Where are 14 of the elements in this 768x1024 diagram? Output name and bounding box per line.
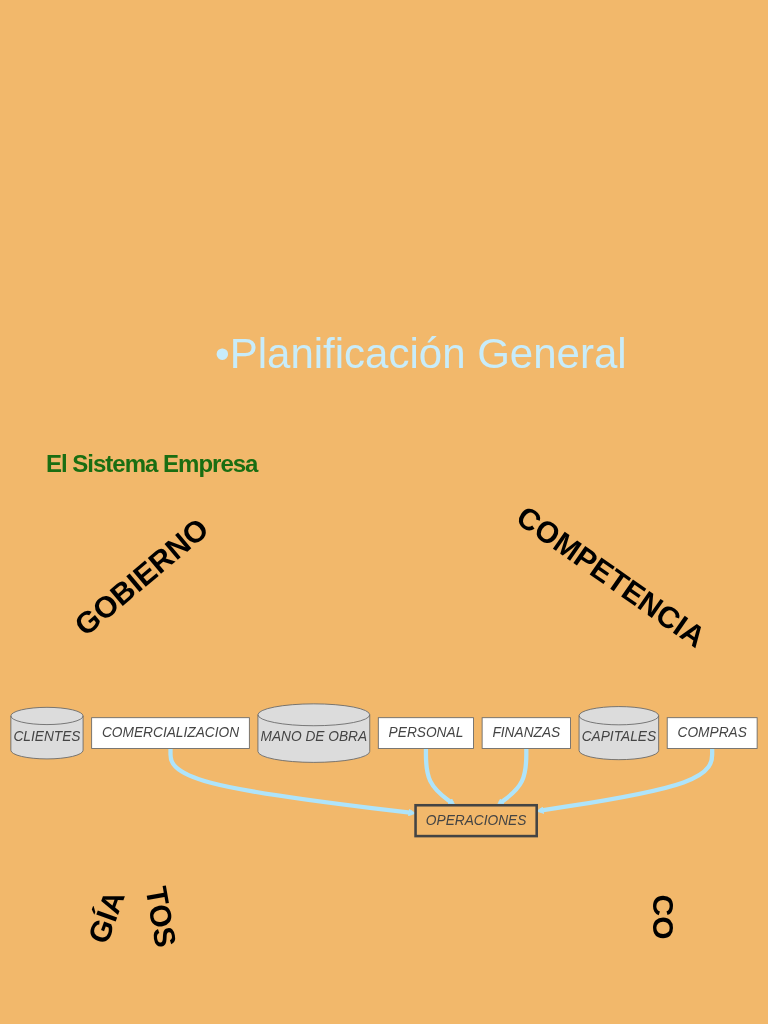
node-box: OPERACIONES bbox=[414, 803, 538, 838]
curved-label: TOS bbox=[138, 883, 183, 951]
node-box: FINANZAS bbox=[481, 717, 571, 749]
arrow bbox=[496, 748, 529, 806]
title: •Planificación General bbox=[215, 330, 627, 378]
arrow bbox=[536, 748, 715, 814]
curved-label: GÍA bbox=[81, 886, 132, 948]
node-box: PERSONAL bbox=[377, 717, 474, 749]
node-box: COMPRAS bbox=[666, 717, 758, 749]
arrow bbox=[423, 748, 456, 806]
subtitle: El Sistema Empresa bbox=[46, 450, 258, 478]
curved-label: CO bbox=[645, 894, 680, 940]
node-box: COMERCIALIZACION bbox=[91, 717, 250, 749]
arrow bbox=[168, 748, 416, 817]
